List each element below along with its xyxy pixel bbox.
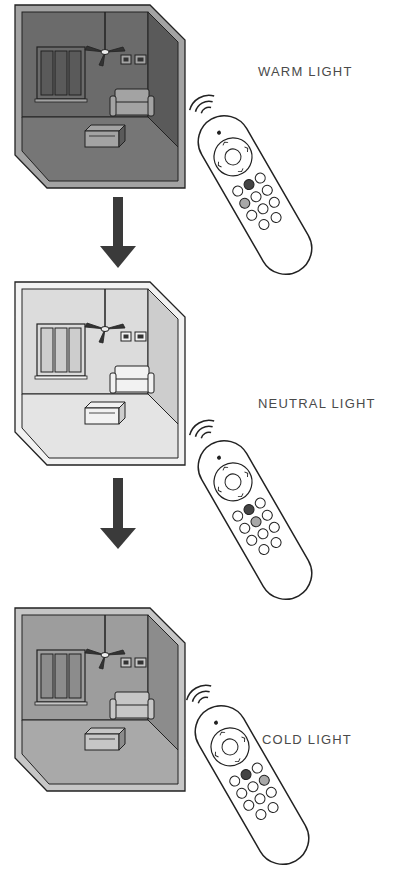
light-mode-label: NEUTRAL LIGHT bbox=[258, 396, 376, 412]
remote-control bbox=[176, 85, 321, 284]
remote-control bbox=[173, 675, 318, 874]
down-arrow bbox=[100, 197, 136, 268]
neutral-room bbox=[15, 282, 185, 465]
light-mode-label: COLD LIGHT bbox=[262, 732, 352, 748]
down-arrow bbox=[100, 478, 136, 549]
remote-control bbox=[176, 410, 321, 609]
warm-room bbox=[15, 5, 185, 188]
cold-room bbox=[15, 608, 185, 791]
light-mode-label: WARM LIGHT bbox=[258, 64, 353, 80]
